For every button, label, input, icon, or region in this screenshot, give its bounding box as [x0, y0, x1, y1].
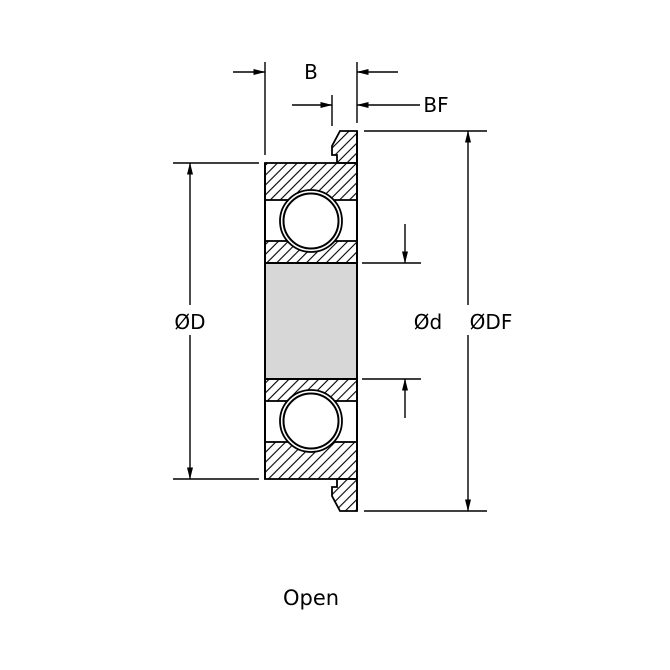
- dimension-B: B: [233, 60, 398, 155]
- type-label: Open: [283, 586, 339, 610]
- dim-label-ODF: ØDF: [470, 310, 513, 334]
- dim-label-OD-mask: [164, 305, 216, 335]
- bore: [264, 262, 358, 380]
- dim-label-BF: BF: [423, 93, 448, 117]
- dim-label-Od: Ød: [414, 310, 442, 334]
- dim-label-ODF-mask: [463, 305, 519, 335]
- dim-label-OD: ØD: [174, 310, 205, 334]
- dim-label-B: B: [304, 60, 318, 84]
- bearing-cross-section: [264, 130, 358, 512]
- ball-bottom: [282, 392, 340, 450]
- dimension-BF: BF: [292, 93, 449, 126]
- dimension-OD: ØD: [164, 162, 259, 480]
- dimension-Od: Ød: [362, 224, 442, 418]
- ball-top: [282, 192, 340, 250]
- dimension-ODF: ØDF: [364, 130, 519, 512]
